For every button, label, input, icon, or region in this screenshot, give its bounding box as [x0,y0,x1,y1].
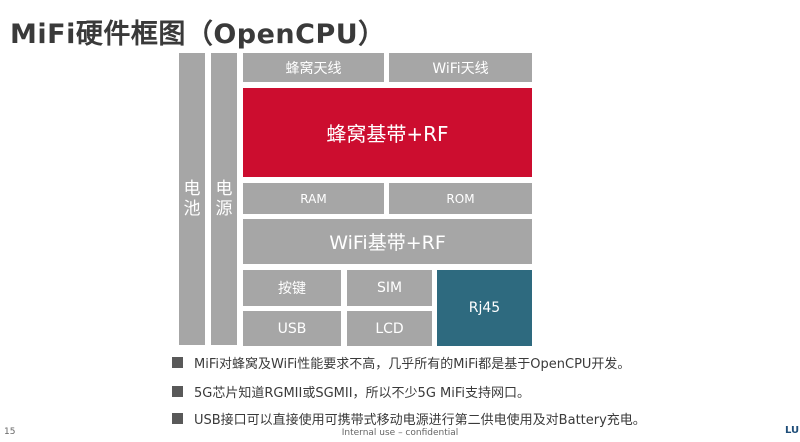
wifi-antenna-block: WiFi天线 [389,53,532,82]
battery-label-char-1: 电 [183,179,201,199]
bullet-square-icon [172,386,183,397]
battery-label-char-2: 池 [183,199,201,219]
bullet-item: 5G芯片知道RGMII或SGMII，所以不少5G MiFi支持网口。 [172,382,530,401]
bullet-square-icon [172,357,183,368]
bullet-item: USB接口可以直接使用可携带式移动电源进行第二供电使用及对Battery充电。 [172,409,646,428]
bullet-item: MiFi对蜂窝及WiFi性能要求不高，几乎所有的MiFi都是基于OpenCPU开… [172,353,630,372]
bullet-text: 5G芯片知道RGMII或SGMII，所以不少5G MiFi支持网口。 [194,386,530,401]
keys-block: 按键 [243,270,341,306]
bullet-square-icon [172,413,183,424]
footer-confidential: Internal use – confidential [341,428,459,438]
bullet-text: USB接口可以直接使用可携带式移动电源进行第二供电使用及对Battery充电。 [194,413,646,428]
wifi-baseband-block: WiFi基带+RF [243,219,532,264]
rj45-block: Rj45 [437,270,532,346]
ram-block: RAM [243,183,384,214]
rom-block: ROM [389,183,532,214]
cellular-antenna-block: 蜂窝天线 [243,53,384,82]
cellular-baseband-block: 蜂窝基带+RF [243,88,532,177]
battery-block: 电 池 [179,53,205,345]
page-number: 15 [4,427,16,437]
slide-title: MiFi硬件框图（OpenCPU） [10,19,386,50]
lcd-block: LCD [347,311,432,346]
company-logo: LU [785,425,800,436]
power-block: 电 源 [211,53,237,345]
usb-block: USB [243,311,341,346]
bullet-text: MiFi对蜂窝及WiFi性能要求不高，几乎所有的MiFi都是基于OpenCPU开… [194,357,631,372]
power-label-char-1: 电 [215,179,233,199]
sim-block: SIM [347,270,432,306]
power-label-char-2: 源 [215,199,233,219]
